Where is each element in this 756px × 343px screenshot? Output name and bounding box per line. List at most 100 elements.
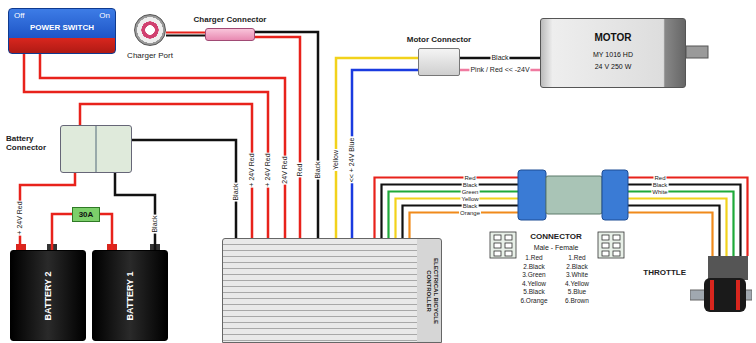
- fuse: 30A: [72, 207, 100, 222]
- node-text: MOTOR: [594, 32, 631, 44]
- wire-strand: [166, 35, 205, 37]
- wire: [166, 33, 205, 36]
- node-text: ELECTRICAL BICYCLE CONTROLLER: [425, 245, 439, 337]
- node-text: POWER SWITCH: [30, 23, 94, 32]
- wire-label: 24V Red: [281, 155, 289, 184]
- wire-label: Yellow: [332, 149, 340, 171]
- pin-table-cell: 3.Green: [521, 271, 547, 279]
- node-text: Charger Connector: [194, 15, 267, 24]
- node-text: MY 1016 HD: [593, 51, 633, 59]
- pin-table-cell: 2.Black: [522, 263, 545, 271]
- wire-color-label: Black: [652, 181, 669, 188]
- grip-ring: [736, 280, 740, 310]
- throttle-grip: [704, 278, 746, 312]
- pin-table-cell: 3.White: [565, 271, 589, 279]
- female-plug: [602, 170, 628, 220]
- controller: ELECTRICAL BICYCLE CONTROLLER: [222, 238, 442, 343]
- pin-table-cell: 6.Brown: [564, 297, 590, 305]
- throttle-drawing: [690, 256, 752, 328]
- male-plug: [518, 170, 546, 220]
- wire: [352, 70, 418, 238]
- pin: [602, 235, 609, 240]
- pin-table-cell: 4.Yellow: [521, 280, 547, 288]
- node-text: 30A: [79, 210, 94, 220]
- wire-label: + 24V Red: [248, 152, 256, 187]
- throttle-cable: [708, 256, 748, 280]
- pin: [494, 235, 501, 240]
- node-text: Motor Connector: [407, 35, 471, 44]
- wire-strand: [20, 173, 75, 250]
- wire-color-label: Green: [461, 188, 480, 195]
- pin: [494, 243, 501, 248]
- pin: [602, 251, 609, 256]
- wire: [115, 173, 155, 250]
- pin: [505, 243, 512, 248]
- wire-color-label: Yellow: [460, 195, 479, 202]
- wire-label: Black: [232, 182, 240, 201]
- wire: [24, 54, 268, 238]
- table-heading: CONNECTOR: [529, 232, 582, 242]
- grip-ring: [710, 280, 714, 310]
- pin-icon-frame: [598, 232, 624, 258]
- pin-table-cell: 1.Red: [524, 254, 543, 262]
- node-text: THROTTLE: [643, 268, 686, 277]
- node-text: BATTERY 2: [43, 271, 53, 320]
- wire-strand: [40, 54, 285, 238]
- motor-shaft: [686, 46, 708, 58]
- wire-label: Black: [490, 54, 509, 62]
- plug-body: [546, 176, 602, 214]
- pin-table-cell: 4.Yellow: [564, 280, 590, 288]
- wire-color-label: Black: [462, 202, 479, 209]
- motor: MOTOR MY 1016 HD 24 V 250 W: [540, 18, 686, 88]
- wire: [255, 37, 300, 238]
- wire: [336, 58, 418, 238]
- pin: [613, 243, 620, 248]
- wire-label: + 24V Red: [264, 152, 272, 187]
- wire-strand: [410, 213, 713, 257]
- node-text: Off: [14, 11, 25, 20]
- wire-color-label: Orange: [459, 209, 481, 216]
- throttle: THROTTLE: [690, 256, 752, 328]
- wire-strand: [255, 32, 318, 238]
- wire-strand: [255, 37, 300, 238]
- wire-color-label: Red: [463, 174, 476, 181]
- wire-label: + 24V Red: [16, 200, 24, 235]
- pin: [494, 251, 501, 256]
- wire-label: << + 24V Blue: [348, 137, 356, 184]
- pin-table-cell: 2.Black: [565, 263, 588, 271]
- node-text: Charger Port: [127, 51, 173, 60]
- motor-connector: Motor Connector: [418, 48, 460, 76]
- wire-strand: [115, 173, 155, 250]
- pin-table-cell: 5.Black: [522, 288, 545, 296]
- wire-label: Black: [314, 160, 322, 179]
- wire: [20, 173, 75, 250]
- charger-port: Charger Port: [134, 14, 166, 46]
- battery: BATTERY 2: [10, 250, 86, 341]
- wire-label: Black: [151, 214, 159, 233]
- pin-table-cell: 5.Blue: [567, 288, 587, 296]
- wire-strand: [352, 70, 418, 238]
- wire: [100, 214, 112, 250]
- wire: [132, 140, 236, 238]
- pin-icon: [490, 232, 624, 258]
- pin-table-cell: 6.Orange: [519, 297, 548, 305]
- node-text: BATTERY 1: [125, 271, 135, 320]
- pin: [613, 235, 620, 240]
- wire-color-label: Red: [653, 174, 666, 181]
- node-text: 24 V 250 W: [595, 63, 632, 71]
- wire: [52, 214, 72, 250]
- wire-color-label: Black: [462, 181, 479, 188]
- wire-strand: [166, 32, 205, 34]
- wire-strand: [52, 214, 72, 250]
- wire: [40, 54, 285, 238]
- node-text: On: [99, 11, 110, 20]
- wire: [255, 32, 318, 238]
- pin: [505, 251, 512, 256]
- wire-strand: [24, 54, 268, 238]
- power-switch: Off OnPOWER SWITCH: [8, 8, 116, 54]
- pin: [602, 243, 609, 248]
- node-text: Battery Connector: [6, 134, 56, 152]
- wire-label: Pink / Red << -24V: [469, 66, 530, 74]
- pin-table-cell: 1.Red: [567, 254, 586, 262]
- wire-color-label: White: [651, 188, 668, 195]
